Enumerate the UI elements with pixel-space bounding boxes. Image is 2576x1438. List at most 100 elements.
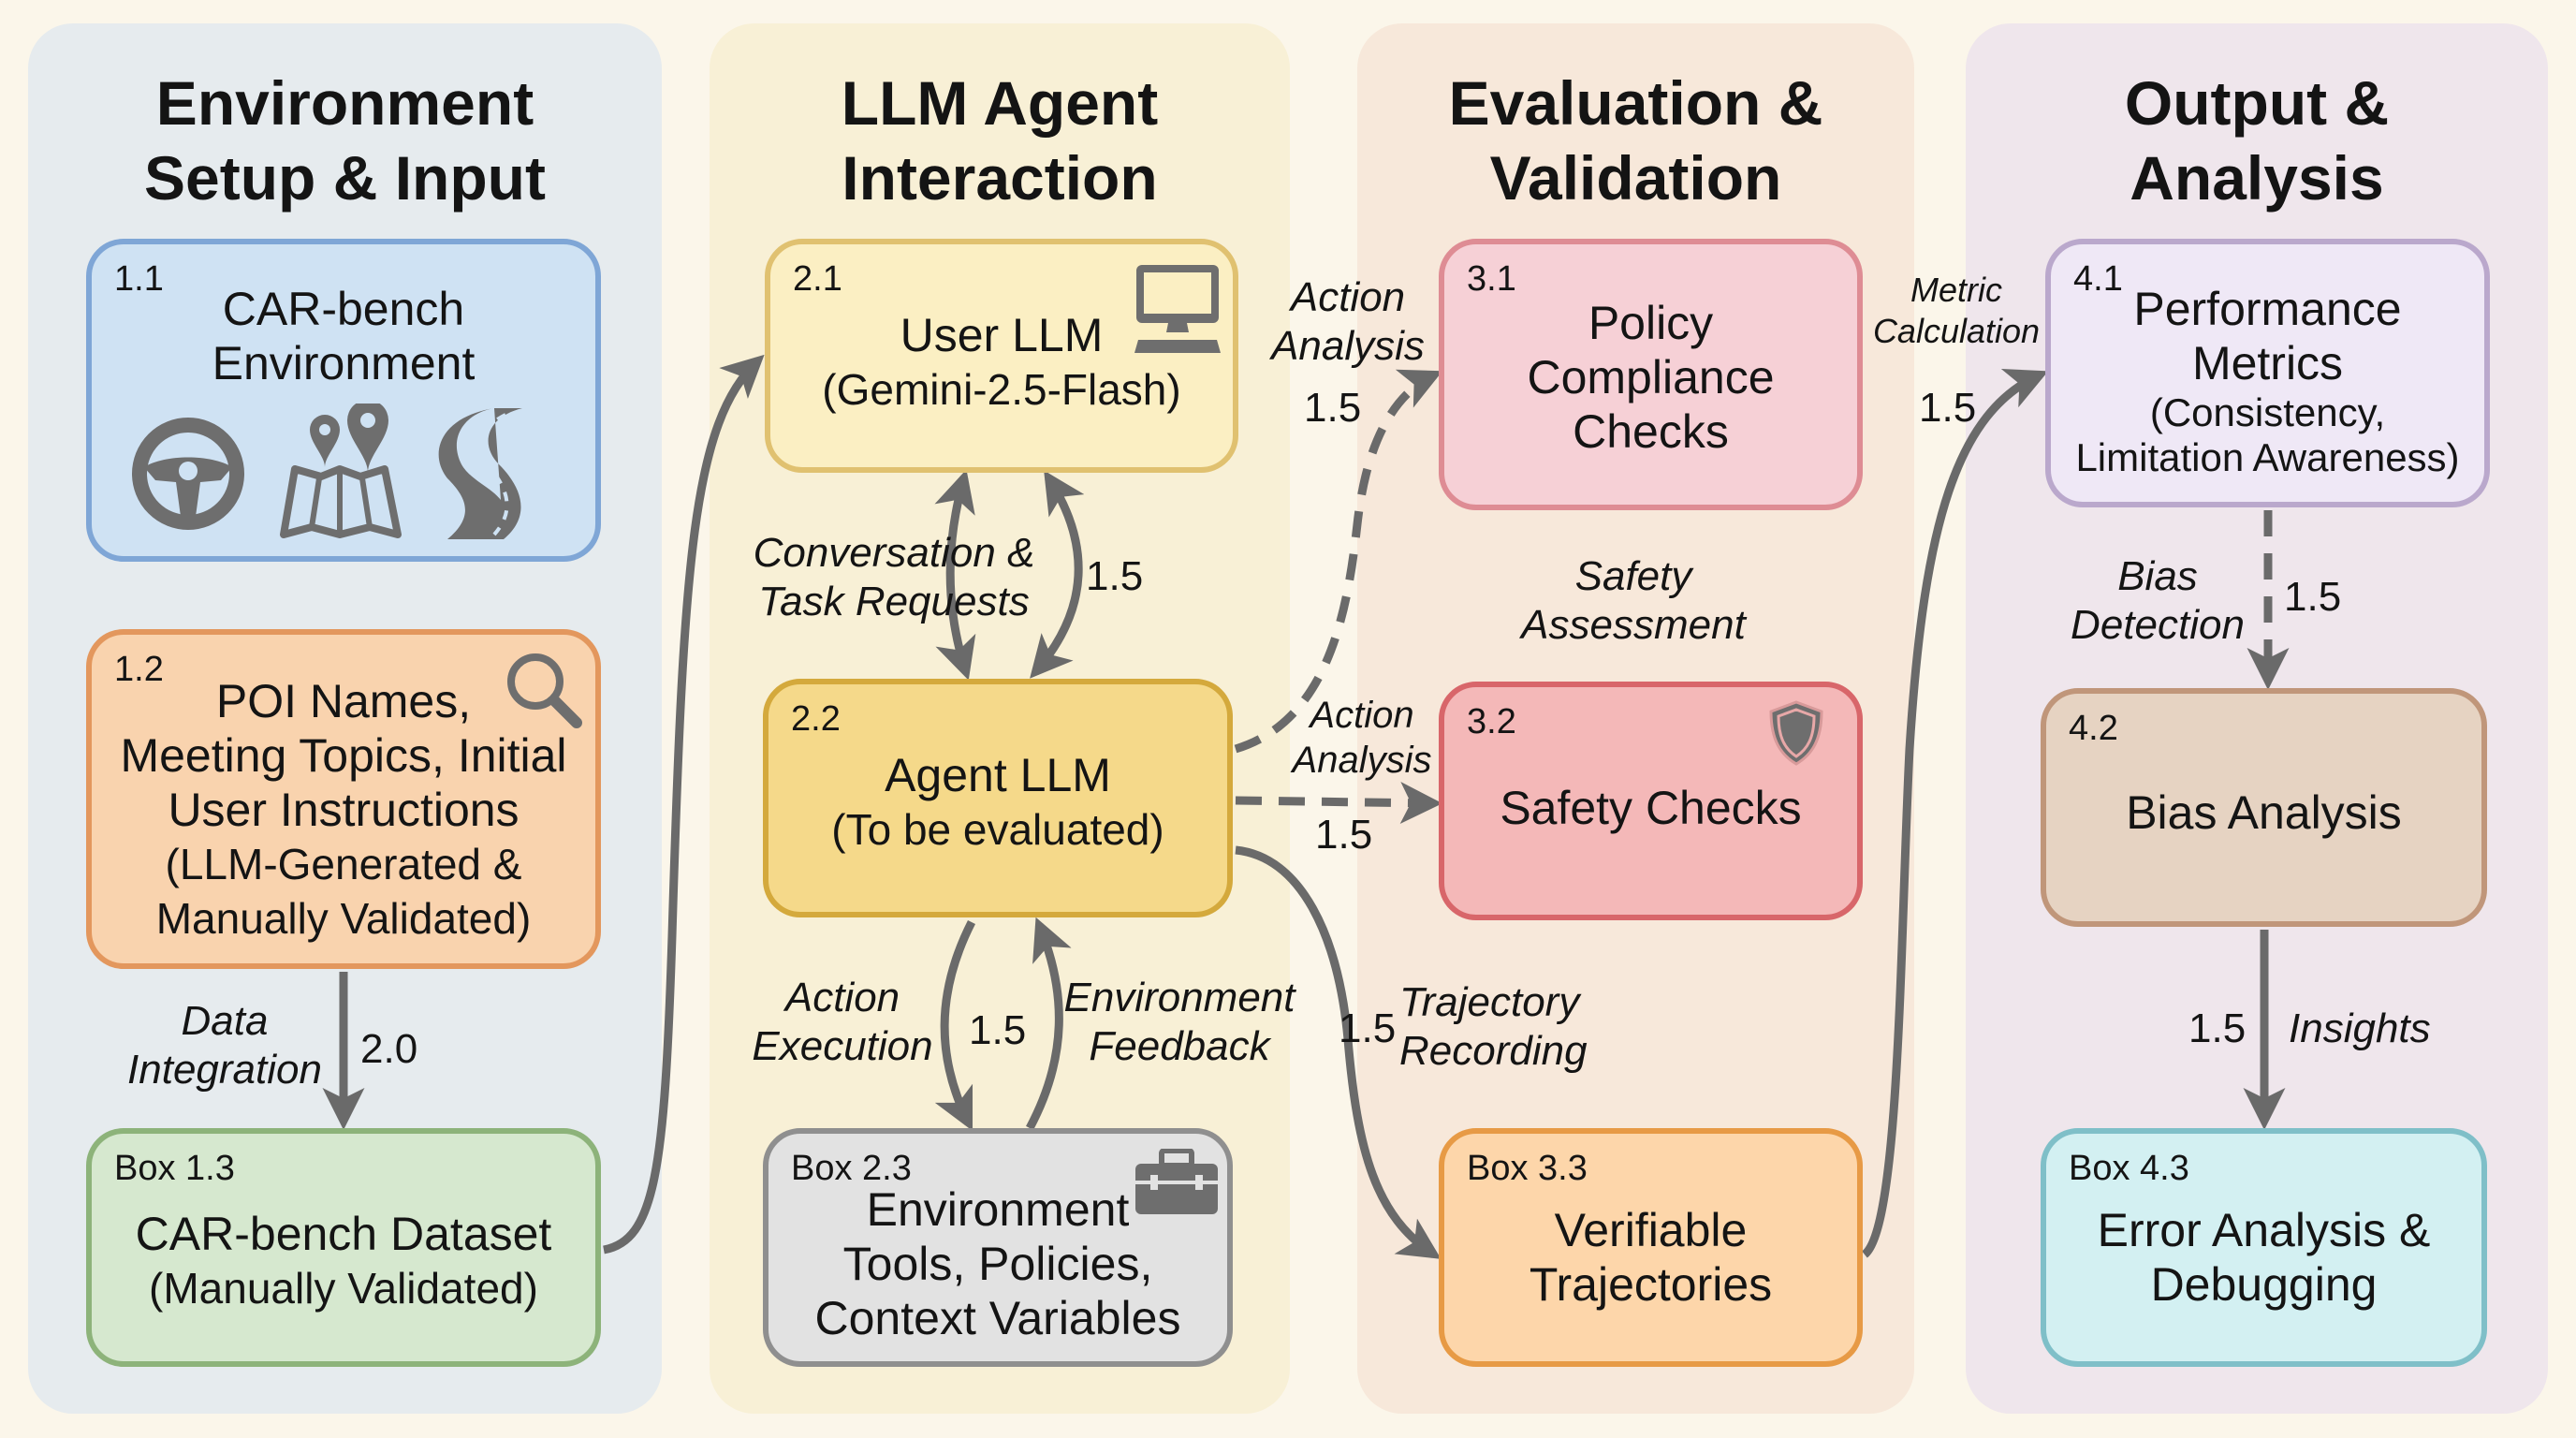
title-line: Evaluation & bbox=[1448, 68, 1823, 138]
arrow-2.2-to-2.1-right bbox=[1030, 470, 1085, 679]
box-line: Manually Validated) bbox=[155, 894, 532, 943]
box-agent-llm[interactable]: 2.2 Agent LLM (To be evaluated) bbox=[763, 679, 1233, 917]
box-id: 1.1 bbox=[114, 259, 164, 299]
title-line: Output & bbox=[2124, 68, 2390, 138]
box-line: Metrics bbox=[2191, 337, 2344, 389]
arrow-2.2-to-3.3 bbox=[1235, 845, 1442, 1259]
title-line: Analysis bbox=[2130, 143, 2384, 213]
edge-label-conversation: Conversation & Task Requests bbox=[739, 529, 1048, 626]
box-line: Environment bbox=[212, 337, 476, 389]
box-line: Meeting Topics, Initial bbox=[120, 729, 567, 782]
box-line: Safety Checks bbox=[1500, 782, 1802, 834]
box-car-bench-dataset[interactable]: Box 1.3 CAR-bench Dataset (Manually Vali… bbox=[86, 1128, 601, 1367]
box-line: Performance bbox=[2133, 283, 2402, 335]
label-line: Feedback bbox=[1089, 1023, 1270, 1069]
computer-icon bbox=[1134, 265, 1221, 353]
shield-icon bbox=[1769, 700, 1823, 766]
label-line: Detection bbox=[2071, 602, 2245, 648]
box-performance-metrics[interactable]: 4.1 Performance Metrics (Consistency, Li… bbox=[2045, 239, 2490, 507]
label-line: Execution bbox=[752, 1023, 933, 1069]
box-verifiable-trajectories[interactable]: Box 3.3 Verifiable Trajectories bbox=[1439, 1128, 1863, 1367]
box-label: Performance Metrics (Consistency, Limita… bbox=[2051, 282, 2484, 480]
box-line: Environment bbox=[866, 1183, 1130, 1236]
box-car-bench-environment[interactable]: 1.1 CAR-bench Environment bbox=[86, 239, 601, 562]
label-line: Insights bbox=[2289, 1005, 2431, 1051]
box-line: (Gemini-2.5-Flash) bbox=[822, 365, 1181, 414]
edge-label-insights: Insights bbox=[2289, 1005, 2431, 1053]
box-bias-analysis[interactable]: 4.2 Bias Analysis bbox=[2041, 688, 2487, 927]
label-line: Action bbox=[1310, 695, 1414, 736]
box-line: CAR-bench bbox=[222, 283, 465, 335]
box-line: User Instructions bbox=[168, 784, 520, 836]
column-title: Output & Analysis bbox=[1966, 66, 2548, 215]
box-label: User LLM (Gemini-2.5-Flash) bbox=[770, 308, 1233, 417]
box-line: CAR-bench Dataset bbox=[135, 1208, 552, 1260]
box-line: User LLM bbox=[900, 309, 1104, 361]
label-line: Action bbox=[1290, 274, 1406, 320]
edge-weight: 2.0 bbox=[360, 1026, 418, 1072]
arrow-2.2-to-3.1 bbox=[1234, 369, 1443, 754]
box-policy-compliance[interactable]: 3.1 Policy Compliance Checks bbox=[1439, 239, 1863, 510]
label-safety-assessment: Safety Assessment bbox=[1498, 552, 1769, 650]
edge-weight: 1.5 bbox=[1304, 385, 1362, 431]
box-label: POI Names, Meeting Topics, Initial User … bbox=[92, 674, 595, 946]
box-id: 4.2 bbox=[2069, 709, 2118, 748]
edge-label-action-analysis-top: Action Analysis bbox=[1264, 273, 1432, 371]
label-line: Task Requests bbox=[758, 579, 1030, 624]
magnifier-icon bbox=[507, 653, 582, 728]
edge-weight: 1.5 bbox=[1339, 1005, 1397, 1051]
edge-weight: 1.5 bbox=[1315, 812, 1373, 858]
box-label: Verifiable Trajectories bbox=[1444, 1203, 1857, 1312]
box-id: 2.2 bbox=[791, 699, 841, 739]
edge-weight: 1.5 bbox=[1919, 385, 1977, 431]
label-line: Metric bbox=[1910, 271, 2002, 309]
title-line: Interaction bbox=[842, 143, 1158, 213]
arrow-3.3-to-4.1 bbox=[1861, 369, 2049, 1258]
road-icon bbox=[438, 408, 522, 539]
edge-weight: 1.5 bbox=[969, 1007, 1027, 1053]
box-line: (Consistency, bbox=[2149, 390, 2386, 434]
box-line: Compliance bbox=[1527, 351, 1775, 404]
arrow-2.2-to-2.3 bbox=[934, 919, 976, 1132]
box-line: Checks bbox=[1573, 405, 1729, 458]
box-line: Tools, Policies, bbox=[842, 1238, 1153, 1290]
box-error-analysis[interactable]: Box 4.3 Error Analysis & Debugging bbox=[2041, 1128, 2487, 1367]
arrow-2.2-to-3.2 bbox=[1235, 781, 1442, 824]
label-line: Safety bbox=[1574, 553, 1692, 599]
box-line: (To be evaluated) bbox=[831, 805, 1164, 854]
arrow-2.3-to-2.2 bbox=[1026, 917, 1072, 1131]
box-line: Context Variables bbox=[814, 1292, 1181, 1344]
label-line: Bias bbox=[2117, 553, 2198, 599]
map-pins-icon bbox=[280, 404, 402, 538]
arrow-2.2-to-2.1-left bbox=[934, 469, 976, 681]
label-line: Data bbox=[181, 998, 269, 1044]
box-label: Error Analysis & Debugging bbox=[2046, 1203, 2481, 1312]
box-line: Bias Analysis bbox=[2126, 786, 2402, 839]
box-line: Agent LLM bbox=[885, 749, 1111, 801]
box-id: Box 2.3 bbox=[791, 1149, 912, 1188]
box-safety-checks[interactable]: 3.2 Safety Checks bbox=[1439, 682, 1863, 920]
box-line: (LLM-Generated & bbox=[165, 840, 522, 888]
box-line: Error Analysis & bbox=[2097, 1204, 2431, 1256]
edge-label-data-integration: Data Integration bbox=[122, 997, 328, 1094]
box-label: CAR-bench Dataset (Manually Validated) bbox=[92, 1207, 595, 1315]
label-line: Assessment bbox=[1521, 602, 1746, 648]
box-label: CAR-bench Environment bbox=[92, 282, 595, 390]
box-line: Limitation Awareness) bbox=[2075, 435, 2460, 479]
title-line: Setup & Input bbox=[144, 143, 546, 213]
box-id: 3.2 bbox=[1467, 702, 1516, 741]
label-line: Integration bbox=[127, 1047, 322, 1093]
box-line: Trajectories bbox=[1529, 1258, 1773, 1311]
box-poi-names-inputs[interactable]: 1.2 POI Names, Meeting Topics, Initial U… bbox=[86, 629, 601, 969]
steering-wheel-icon bbox=[132, 418, 244, 530]
box-user-llm[interactable]: 2.1 User LLM (Gemini-2.5-Flash) bbox=[765, 239, 1238, 473]
edge-label-action-analysis-mid: Action Analysis bbox=[1282, 693, 1442, 783]
label-line: Calculation bbox=[1872, 312, 2041, 350]
box-label: Agent LLM (To be evaluated) bbox=[768, 748, 1227, 857]
box-label: Safety Checks bbox=[1444, 781, 1857, 835]
toolbox-icon bbox=[1135, 1149, 1218, 1214]
column-title: Environment Setup & Input bbox=[28, 66, 662, 215]
box-line: POI Names, bbox=[215, 675, 472, 727]
box-environment-tools[interactable]: Box 2.3 Environment Tools, Policies, Con… bbox=[763, 1128, 1233, 1367]
